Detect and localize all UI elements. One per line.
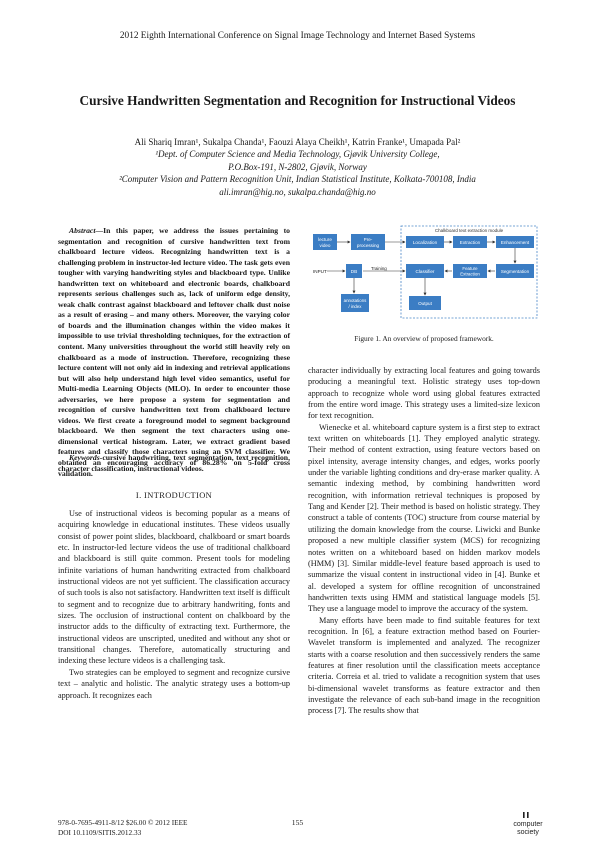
box-output: Output [409,296,441,310]
keywords: Keywords-cursive handwriting, text segme… [58,453,290,474]
conference-header: 2012 Eighth International Conference on … [119,31,476,41]
svg-text:Localization: Localization [413,240,438,245]
introduction-text: Use of instructional videos is becoming … [58,508,290,701]
intro-paragraph-2: Two strategies can be employed to segmen… [58,667,290,700]
logo-text-society: society [517,829,539,836]
right-column-text: character individually by extracting loc… [308,365,540,717]
author-block: Ali Shariq Imran¹, Sukalpa Chanda¹, Faou… [0,136,595,198]
paper-title: Cursive Handwritten Segmentation and Rec… [79,93,516,108]
svg-text:processing: processing [357,243,380,248]
box-segmentation: Segmentation [496,264,534,278]
framework-diagram-svg: Chalkboard text extraction module lectur… [313,225,538,319]
label-training: Training [371,266,387,271]
box-annotations: annotations / index [341,294,369,312]
svg-text:Pre-: Pre- [364,237,373,242]
intro-paragraph-1: Use of instructional videos is becoming … [58,509,290,666]
svg-text:Classifier: Classifier [416,269,435,274]
svg-text:Output: Output [418,301,433,306]
box-preprocessing: Pre- processing [351,234,385,250]
box-database: DB [346,264,362,278]
affiliation-1-address: P.O.Box-191, N-2802, Gjøvik, Norway [228,161,367,172]
svg-text:lecture: lecture [318,237,332,242]
figure-1-caption: Figure 1. An overview of proposed framew… [354,334,494,343]
computer-society-logo: computer society [506,811,550,837]
abstract: Abstract—In this paper, we address the i… [58,226,290,479]
box-classifier: Classifier [406,264,444,278]
footer-publication-info: 978-0-7695-4911-8/12 $26.00 © 2012 IEEE … [58,818,188,837]
logo-text-computer: computer [513,821,543,828]
module-label: Chalkboard text extraction module [435,228,504,233]
box-localization: Localization [406,236,444,248]
section-heading-introduction: I. INTRODUCTION [135,491,213,500]
figure-1-framework-diagram: Chalkboard text extraction module lectur… [311,224,539,334]
box-lecture-video: lecture video [313,234,337,250]
footer-isbn: 978-0-7695-4911-8/12 $26.00 © 2012 IEEE [58,818,188,827]
keywords-text: cursive handwriting, text segmentation, … [58,453,290,473]
footer-doi: DOI 10.1109/SITIS.2012.33 [58,827,142,837]
label-input: INPUT [313,269,327,274]
svg-text:Extraction: Extraction [460,240,481,245]
abstract-label: Abstract— [69,226,104,235]
box-feature-extraction: Feature Extraction [453,264,487,278]
keywords-label: Keywords- [69,453,103,462]
svg-text:Extraction: Extraction [460,272,480,277]
affiliation-1: ¹Dept. of Computer Science and Media Tec… [155,149,440,160]
svg-text:/ index: / index [349,304,363,309]
svg-text:Segmentation: Segmentation [501,269,530,274]
svg-text:annotations: annotations [344,298,368,303]
svg-text:DB: DB [351,269,357,274]
page-number: 155 [291,818,304,827]
author-names: Ali Shariq Imran¹, Sukalpa Chanda¹, Faou… [134,137,461,147]
author-emails: ali.imran@hig.no, sukalpa.chanda@hig.no [219,186,376,197]
box-extraction: Extraction [453,236,487,248]
box-enhancement: Enhancement [496,236,534,248]
svg-text:Feature: Feature [462,266,478,271]
abstract-text: In this paper, we address the issues per… [58,226,290,478]
svg-text:Enhancement: Enhancement [501,240,530,245]
module-border [400,225,538,319]
svg-text:video: video [320,243,331,248]
right-paragraph-2: Wienecke et al. whiteboard capture syste… [308,422,540,614]
right-paragraph-1: character individually by extracting loc… [308,366,540,421]
computer-society-logo-icon: computer society [513,812,543,836]
affiliation-2: ²Computer Vision and Pattern Recognition… [119,174,476,185]
right-paragraph-3: Many efforts have been made to find suit… [308,615,540,716]
